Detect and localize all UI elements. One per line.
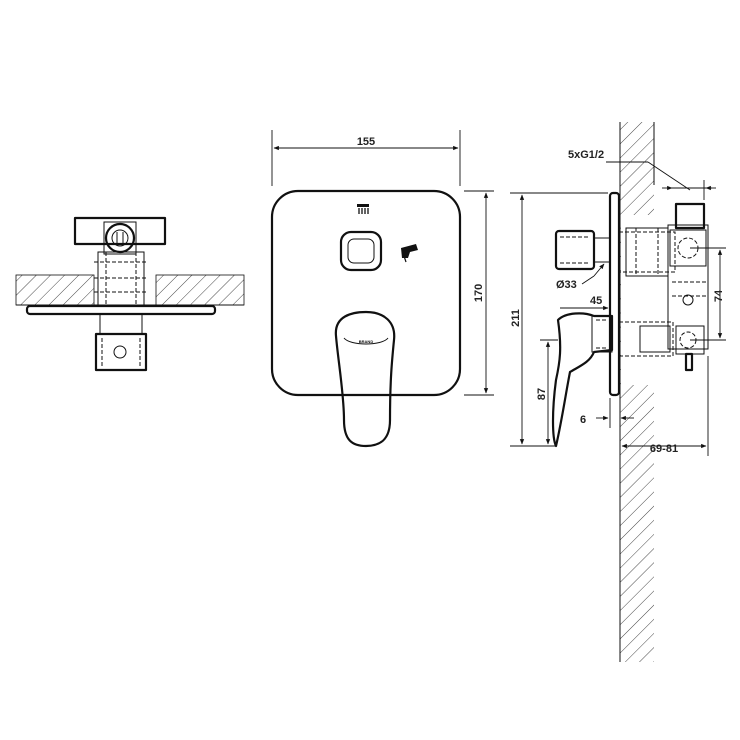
cover-plate-side <box>608 191 621 397</box>
diverter-button <box>339 230 383 272</box>
thread-label: 5xG1/2 <box>568 149 604 161</box>
shower-icon <box>357 204 369 214</box>
dim-87-label: 87 <box>536 388 548 400</box>
front-view: BRAND 155 170 <box>270 130 494 448</box>
wall-hatch-side <box>620 122 654 662</box>
top-view <box>15 216 245 372</box>
wall-hatch-left <box>15 274 95 306</box>
cover-plate-top <box>25 304 217 316</box>
offset-label: 45 <box>590 295 602 307</box>
svg-text:BRAND: BRAND <box>359 339 374 344</box>
mixer-handle-side <box>551 312 614 448</box>
valve-body-column <box>667 224 709 350</box>
mixer-handle <box>334 310 396 448</box>
dim-170-label: 170 <box>473 284 485 302</box>
dim-211-label: 211 <box>510 309 522 327</box>
dim-155-label: 155 <box>357 136 375 148</box>
cross-body <box>73 216 167 246</box>
diameter-label: Ø33 <box>556 279 577 291</box>
tap-icon <box>401 244 418 263</box>
cartridge <box>99 313 143 335</box>
plate-thickness-label: 6 <box>580 414 586 426</box>
valve-body <box>97 251 145 307</box>
cover-plate-front <box>270 189 462 397</box>
wall-hatch-right <box>155 274 245 306</box>
dim-74-label: 74 <box>713 289 725 302</box>
side-view: 5xG1/2 211 87 Ø33 45 74 6 <box>510 122 726 662</box>
depth-range-label: 69-81 <box>650 443 678 455</box>
